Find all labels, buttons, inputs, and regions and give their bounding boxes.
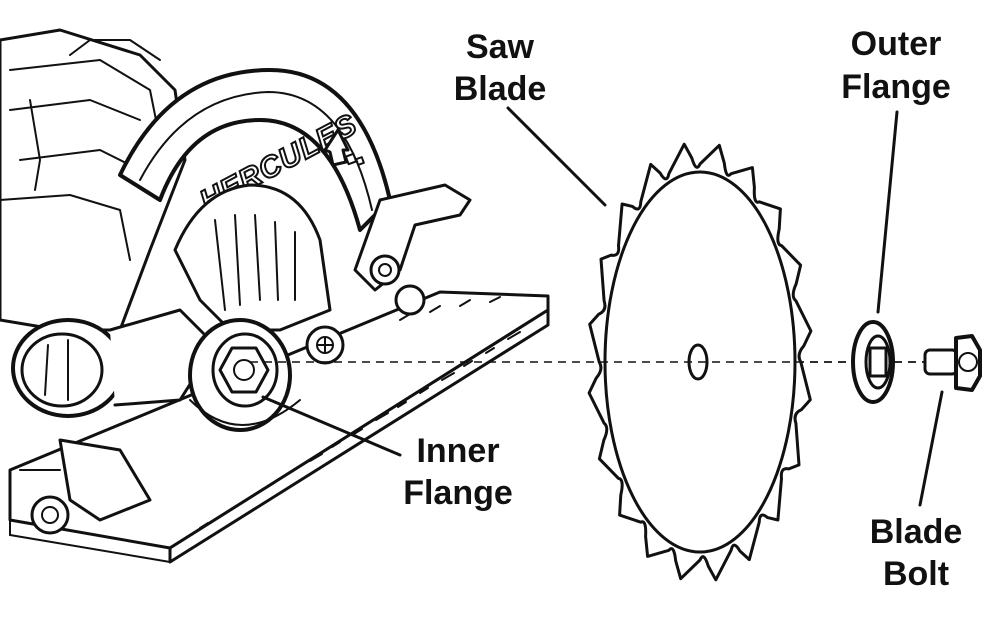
inner-flange-label-line1: Inner bbox=[416, 432, 499, 470]
lower-blade-guard bbox=[173, 183, 332, 332]
inner-flange-leader bbox=[261, 395, 402, 457]
saw-blade-label-line2: Blade bbox=[454, 70, 547, 108]
rotation-arrow-icon bbox=[323, 128, 365, 167]
front-pivot bbox=[19, 438, 152, 535]
blade-bolt-leader bbox=[918, 390, 944, 507]
outer-flange bbox=[851, 320, 895, 404]
outer-flange-label-line1: Outer bbox=[851, 25, 942, 63]
label-inner-flange: Inner Flange bbox=[403, 432, 513, 512]
outer-flange-leader bbox=[876, 110, 899, 314]
label-outer-flange: Outer Flange bbox=[841, 25, 951, 106]
inner-flange-label-line2: Flange bbox=[403, 474, 513, 512]
arbor-assembly bbox=[188, 318, 345, 432]
label-saw-blade: Saw Blade bbox=[454, 28, 547, 108]
bevel-lever bbox=[353, 183, 472, 316]
saw-blade-leader bbox=[506, 106, 607, 207]
blade-bolt-label-line1: Blade bbox=[870, 513, 963, 551]
saw-blade-label-line1: Saw bbox=[466, 28, 535, 66]
saw-base-plate bbox=[8, 290, 550, 564]
label-blade-bolt: Blade Bolt bbox=[870, 513, 963, 593]
blade-bolt bbox=[923, 334, 982, 392]
blade-bolt-label-line2: Bolt bbox=[883, 555, 949, 593]
leader-lines bbox=[261, 106, 944, 507]
saw-blade bbox=[587, 142, 975, 582]
outer-flange-label-line2: Flange bbox=[841, 68, 951, 106]
